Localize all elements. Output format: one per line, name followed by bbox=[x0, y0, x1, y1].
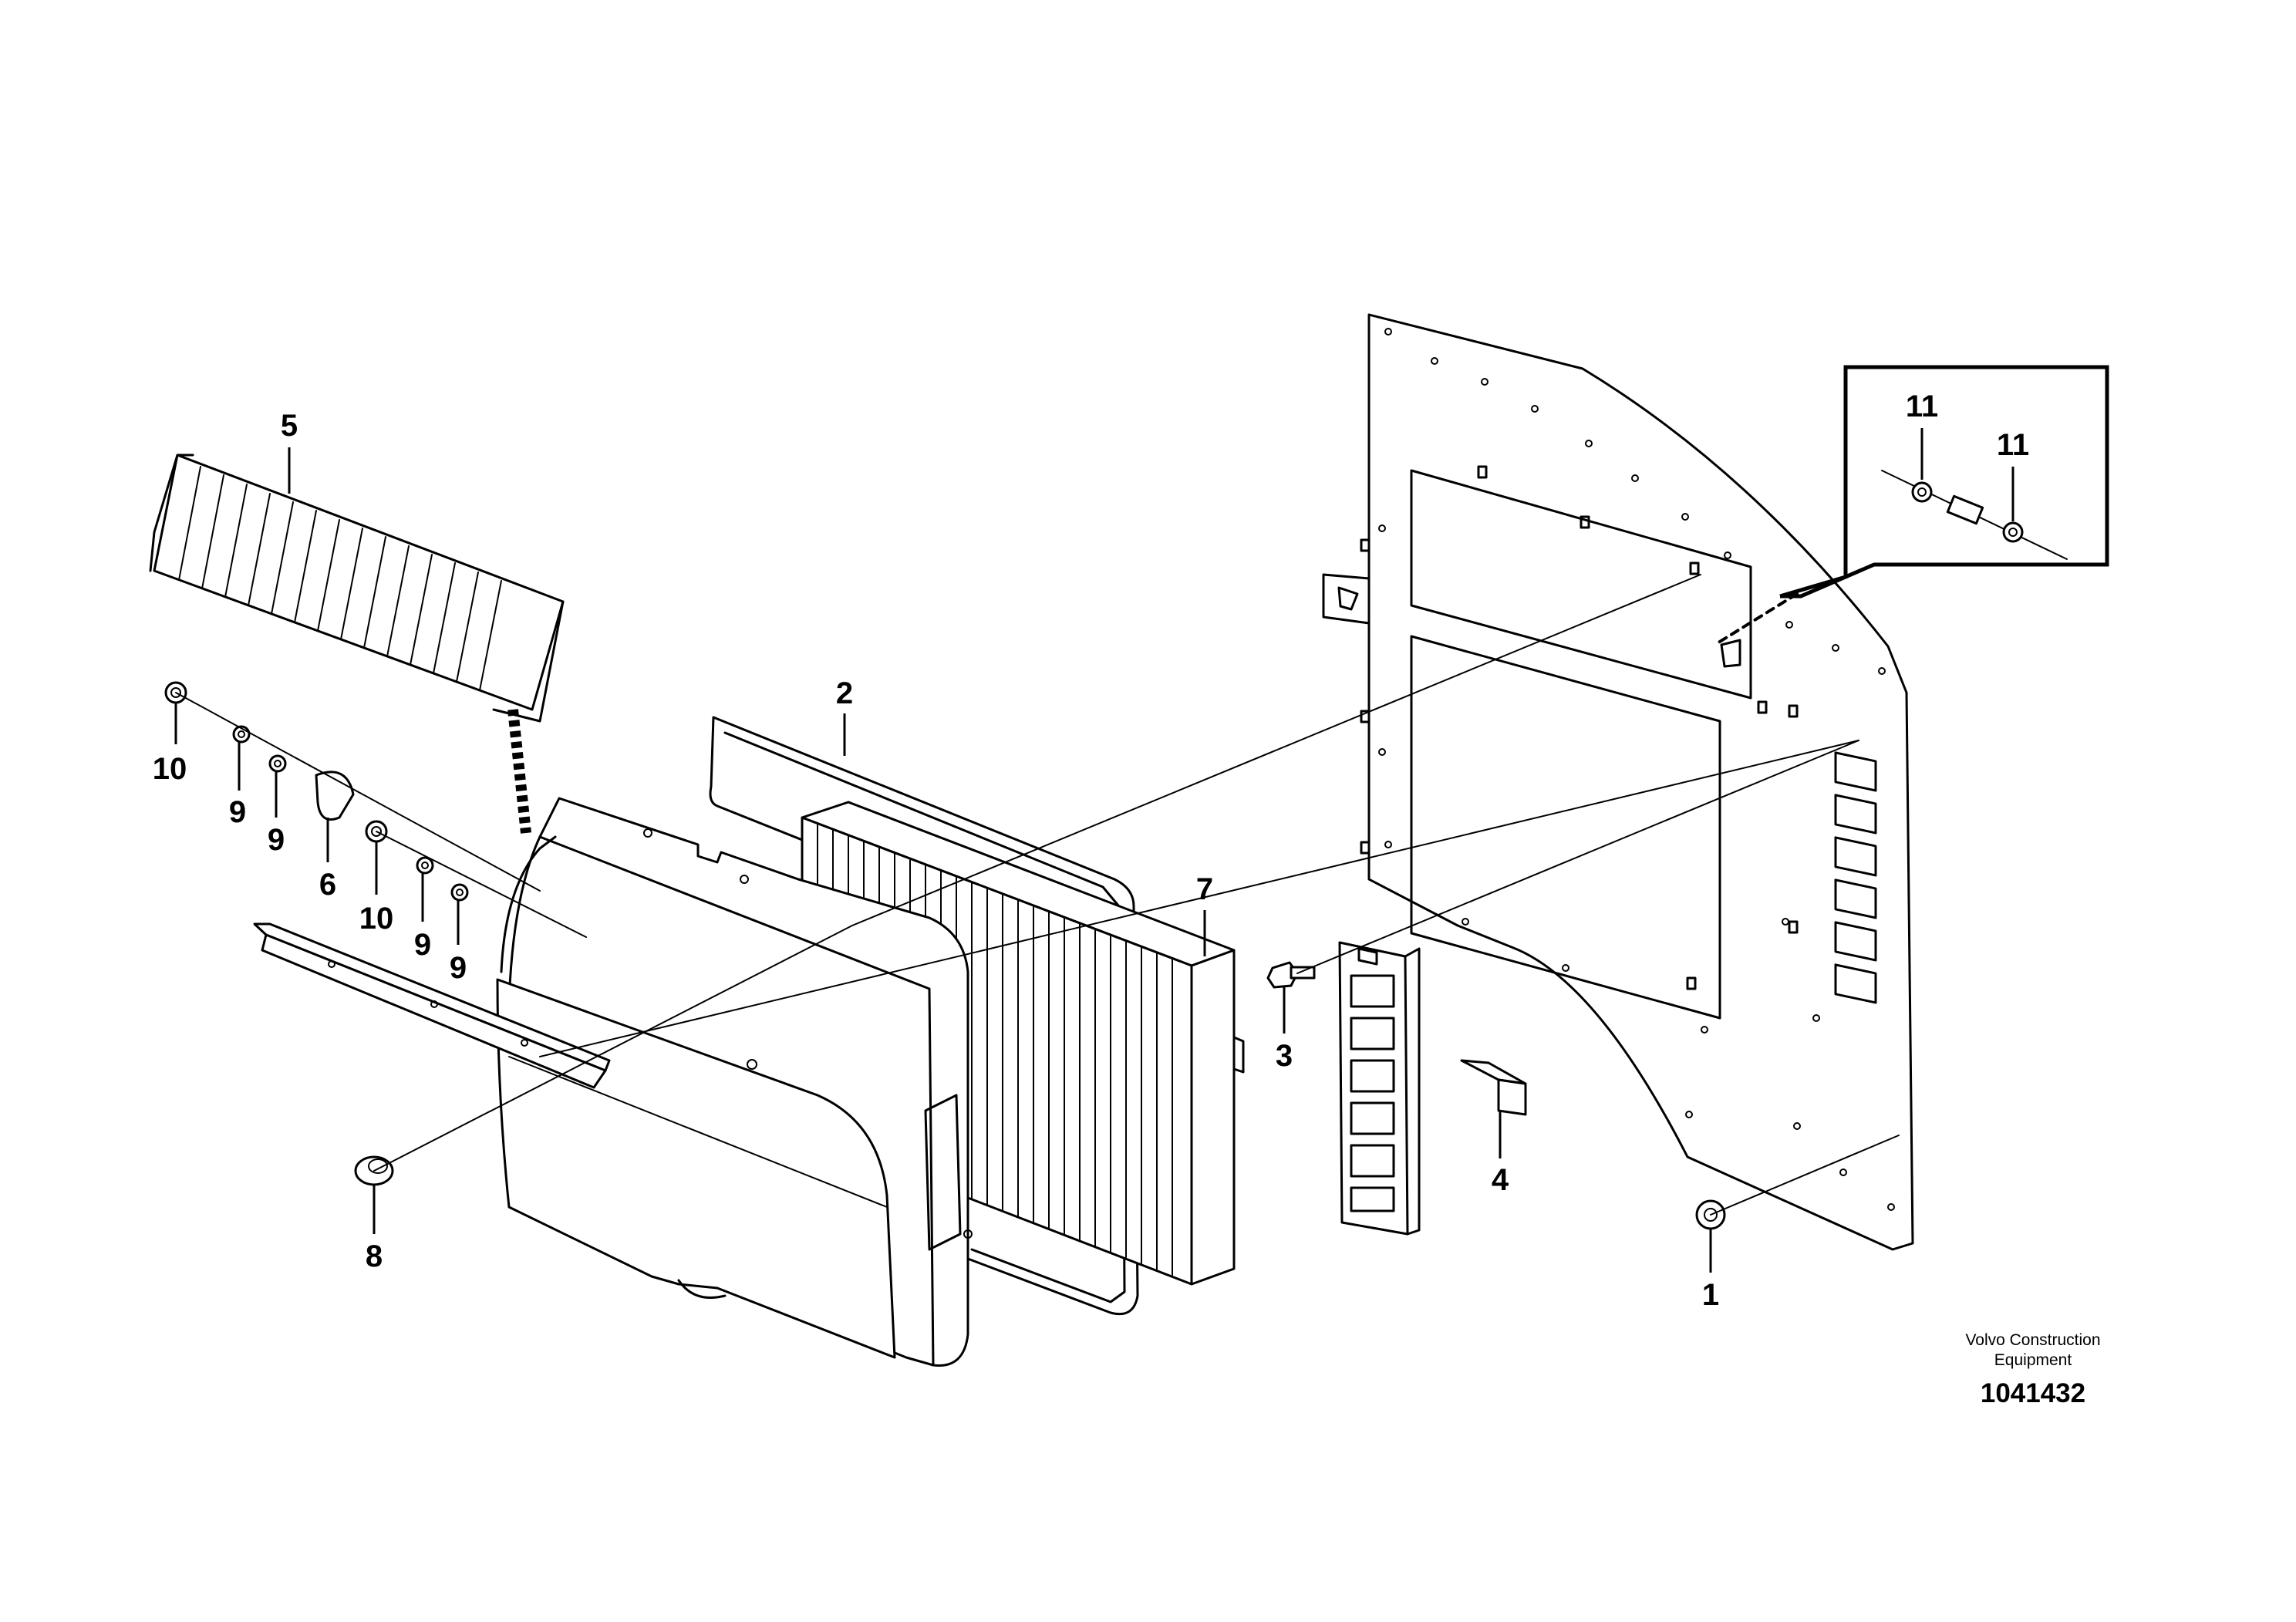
washer-9-d bbox=[450, 883, 469, 902]
cassette-insert-path bbox=[507, 709, 531, 834]
footer: Volvo Construction Equipment 1041432 bbox=[1965, 1331, 2100, 1408]
panel-holes bbox=[1378, 328, 1895, 1211]
callout-8: 8 bbox=[366, 1239, 383, 1273]
callout-2: 2 bbox=[836, 676, 853, 710]
side-panel bbox=[1322, 313, 1914, 1251]
callout-7: 7 bbox=[1196, 872, 1213, 906]
callout-1: 1 bbox=[1702, 1278, 1719, 1312]
assembly-lines bbox=[175, 574, 1900, 1216]
callout-9-d: 9 bbox=[450, 951, 467, 985]
detail-inset bbox=[1714, 365, 2109, 646]
callout-10-mid: 10 bbox=[359, 902, 394, 936]
bracket-rail bbox=[253, 922, 611, 1089]
callout-3: 3 bbox=[1276, 1039, 1293, 1073]
callout-9-c: 9 bbox=[414, 928, 431, 962]
brand-line-2: Equipment bbox=[1994, 1351, 2072, 1369]
callout-5: 5 bbox=[281, 409, 298, 443]
callout-6: 6 bbox=[319, 868, 336, 902]
screw-3 bbox=[1266, 961, 1316, 989]
vent-clip bbox=[1460, 1059, 1527, 1116]
callout-labels: 5 2 7 10 9 9 6 10 9 9 8 3 4 1 11 11 bbox=[153, 389, 2029, 1312]
callout-4: 4 bbox=[1492, 1163, 1509, 1197]
cassette-ribs bbox=[178, 466, 502, 691]
filter-cassette bbox=[149, 454, 565, 723]
washer-9-b bbox=[268, 754, 287, 773]
panel-slots bbox=[1834, 751, 1877, 1004]
callout-9-a: 9 bbox=[229, 795, 246, 829]
document-number: 1041432 bbox=[1981, 1378, 2085, 1408]
callout-leaders bbox=[174, 428, 2014, 1273]
brand-line-1: Volvo Construction bbox=[1965, 1331, 2100, 1349]
washer-9-c bbox=[416, 856, 434, 875]
callout-10-top: 10 bbox=[153, 752, 187, 786]
panel-studs bbox=[1360, 465, 1799, 990]
callout-11-b: 11 bbox=[1997, 428, 2029, 462]
vent-grille bbox=[1338, 941, 1421, 1236]
callout-9-b: 9 bbox=[268, 823, 285, 857]
callout-11-a: 11 bbox=[1906, 389, 1938, 423]
